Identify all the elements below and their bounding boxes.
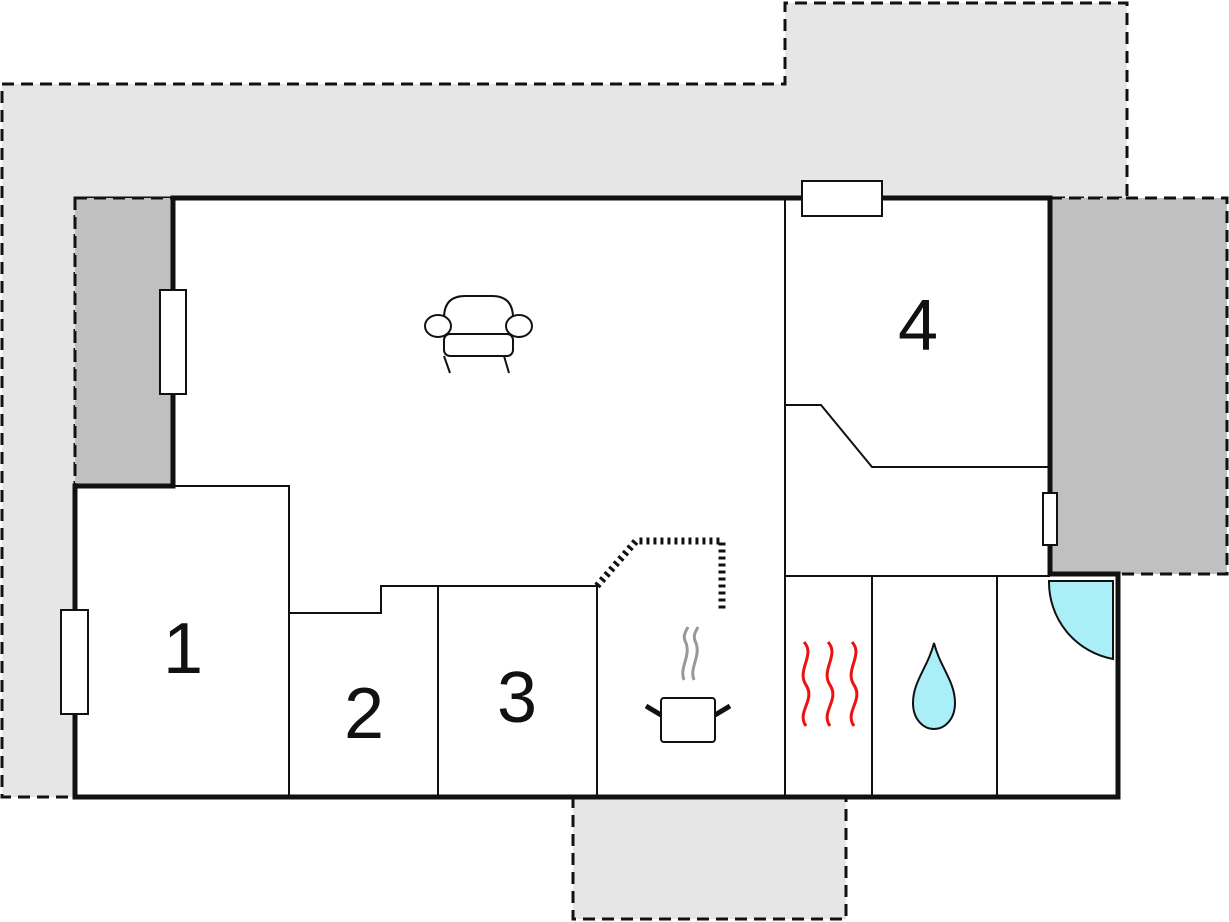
- exterior-walls: [72, 195, 1121, 800]
- cooking-pot-icon: [644, 626, 732, 743]
- room-label-3: 3: [497, 658, 537, 738]
- window-west-lower: [60, 609, 89, 715]
- covered-area-east: [1048, 196, 1229, 576]
- window-east: [1042, 492, 1058, 546]
- house-footprint: [75, 198, 1118, 797]
- armchair-icon: [424, 295, 533, 374]
- window-north: [801, 180, 883, 217]
- wall-bedroom-2-top: [289, 585, 597, 614]
- window-west-upper: [159, 289, 187, 395]
- wall-bedroom-1: [173, 485, 290, 797]
- room-label-1: 1: [163, 609, 203, 689]
- room-label-4: 4: [898, 286, 938, 366]
- heat-waves-icon: [801, 640, 859, 727]
- terrace-south: [571, 795, 848, 921]
- wall-bedroom-4-bottom: [785, 404, 1050, 468]
- water-drop-icon: [911, 642, 957, 731]
- covered-area-west: [73, 196, 175, 488]
- room-label-2: 2: [344, 674, 384, 754]
- terrace-north-west: [0, 1, 1129, 799]
- room-labels: 1 2 3 4: [163, 286, 938, 754]
- interior-walls: [173, 198, 1050, 797]
- windows: [60, 180, 1058, 715]
- kitchen-counter: [594, 537, 726, 612]
- door-swing-icon: [1047, 580, 1114, 661]
